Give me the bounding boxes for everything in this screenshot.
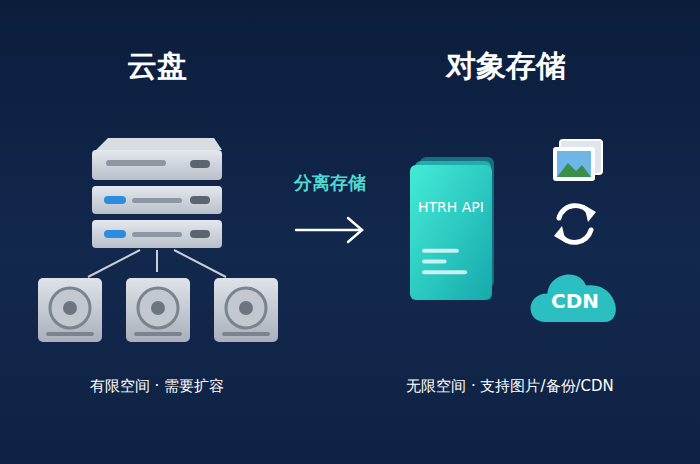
disks — [38, 278, 278, 342]
cdn-cloud: CDN — [529, 270, 621, 322]
node-text: HTRH API — [410, 165, 492, 215]
migrate-arrow — [296, 218, 362, 242]
api-document: HTRH API — [410, 165, 492, 300]
document-shape — [410, 165, 492, 300]
section-title: 云盘 — [127, 46, 187, 87]
image-icon — [553, 140, 602, 181]
disk-wires — [88, 250, 226, 277]
caption-text: 无限空间 · 支持图片/备份/CDN — [406, 377, 614, 396]
caption-text: 有限空间 · 需要扩容 — [90, 377, 224, 396]
sync-icon — [554, 205, 596, 243]
section-title: 对象存储 — [446, 46, 566, 87]
arrow-label: 分离存储 — [294, 171, 366, 195]
node-text: CDN — [551, 279, 599, 313]
server-stack — [92, 138, 222, 248]
